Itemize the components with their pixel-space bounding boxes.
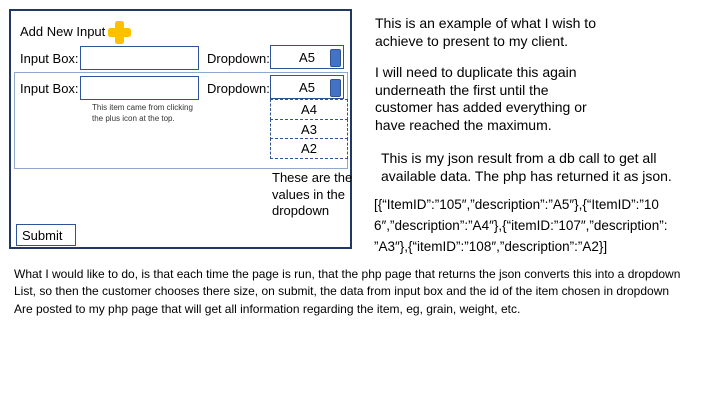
input-box-field[interactable]	[80, 46, 199, 70]
size-dropdown[interactable]: A5	[270, 75, 344, 99]
input-box-field[interactable]	[80, 76, 199, 100]
json-result-text: [{“ItemID”:”105″,”description”:”A5″},{“I…	[374, 194, 667, 257]
row-origin-note: This item came from clicking the plus ic…	[92, 102, 193, 124]
note-line: customer has added everything or	[375, 99, 587, 115]
dropdown-values-note-line: dropdown	[272, 203, 330, 218]
note-line: have reached the maximum.	[375, 116, 552, 133]
dropdown-values-note-line: These are the	[272, 170, 353, 185]
note-paragraph-json: This is my json result from a db call to…	[381, 150, 672, 185]
note-line: achieve to present to my client.	[375, 32, 568, 49]
note-line: This is an example of what I wish to	[375, 15, 596, 31]
dropdown-selected-value: A5	[299, 79, 315, 95]
dropdown-thumb-icon[interactable]	[330, 79, 341, 97]
add-new-input-label: Add New Input	[20, 24, 106, 39]
input-box-label: Input Box:	[20, 51, 79, 66]
note-paragraph-duplicate: I will need to duplicate this again unde…	[375, 64, 587, 134]
submit-button-label: Submit	[22, 227, 63, 243]
json-line: [{“ItemID”:”105″,”description”:”A5″},{“I…	[374, 197, 659, 212]
json-line: ”A3″},{“itemID”:”108″,”description”:”A2}…	[374, 239, 608, 254]
dropdown-values-note-line: values in the	[272, 186, 345, 202]
note-line: available data. The php has returned it …	[381, 167, 672, 184]
size-dropdown[interactable]: A5	[270, 45, 344, 69]
row-origin-note-line: This item came from clicking	[92, 103, 193, 112]
dropdown-option[interactable]: A3	[270, 118, 348, 140]
dropdown-option[interactable]: A4	[270, 99, 348, 120]
dropdown-selected-value: A5	[299, 49, 315, 65]
footer-paragraph: What I would like to do, is that each ti…	[14, 266, 680, 318]
footer-line: Are posted to my php page that will get …	[14, 301, 521, 316]
note-line: I will need to duplicate this again	[375, 64, 577, 80]
note-paragraph-example: This is an example of what I wish to ach…	[375, 15, 596, 50]
dropdown-values-note: These are the values in the dropdown	[272, 170, 352, 220]
footer-line: List, so then the customer chooses there…	[14, 284, 670, 299]
row-origin-note-line: the plus icon at the top.	[92, 114, 175, 123]
dropdown-thumb-icon[interactable]	[330, 49, 341, 67]
note-line: underneath the first until the	[375, 81, 549, 98]
json-line: 6″,”description”:”A4″},{“itemID:”107″,”d…	[374, 218, 668, 233]
dropdown-option[interactable]: A2	[270, 138, 348, 159]
dropdown-label: Dropdown:	[207, 81, 270, 96]
dropdown-label: Dropdown:	[207, 51, 270, 66]
input-box-label: Input Box:	[20, 81, 79, 96]
dropdown-options-list: A4 A3 A2	[270, 99, 348, 159]
submit-button[interactable]: Submit	[16, 224, 76, 246]
plus-icon[interactable]	[108, 21, 131, 44]
note-line: This is my json result from a db call to…	[381, 150, 657, 166]
footer-line: What I would like to do, is that each ti…	[14, 267, 681, 281]
